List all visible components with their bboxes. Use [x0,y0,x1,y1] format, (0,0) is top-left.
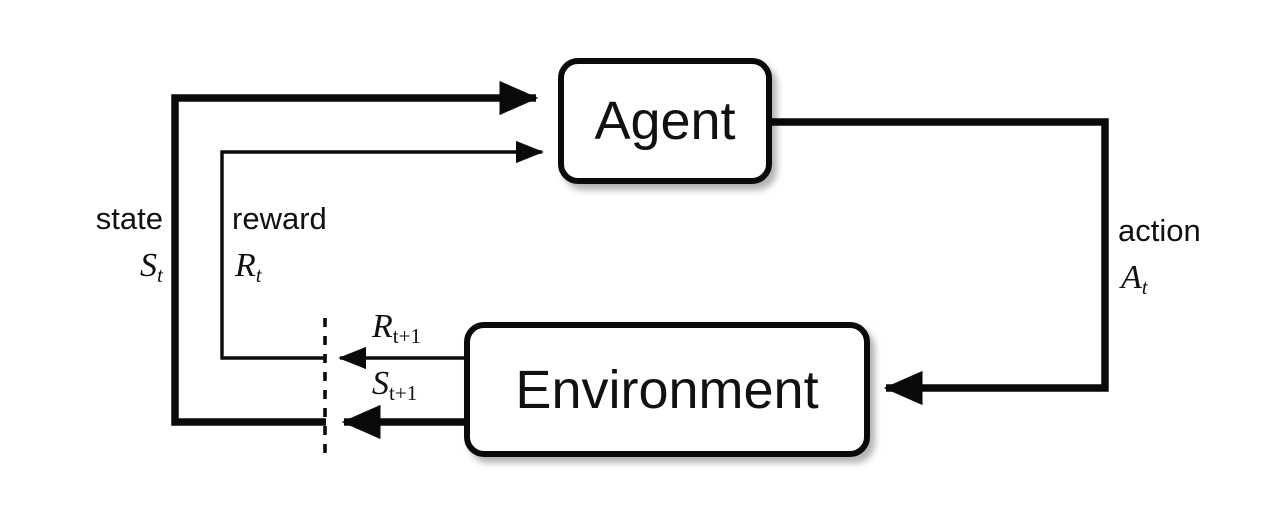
node-environment-label: Environment [515,359,819,420]
node-agent-label: Agent [594,91,736,151]
action-edge-path [772,118,1109,406]
state-label-word: state [95,201,163,236]
reward-edge-path [220,140,544,360]
reward-label-word: reward [232,201,327,236]
action-label-word: action [1118,213,1201,248]
reward-next-base: R [372,308,393,345]
action-symbol-subscript: t [1141,274,1148,299]
node-agent[interactable]: Agent [558,58,772,184]
node-environment[interactable]: Environment [464,322,870,457]
state-edge-path [171,80,539,426]
state-symbol-base: S [139,247,157,284]
action-symbol-base: A [1121,259,1142,296]
reward-label-symbol: Rt [235,248,262,286]
state-symbol-subscript: t [156,262,163,287]
reward-symbol-subscript: t [255,262,262,287]
state-label-symbol: St [63,248,163,286]
reward-next-label-symbol: Rt+1 [372,309,421,347]
state-next-base: S [372,365,389,402]
action-label-symbol: At [1121,260,1148,298]
reward-next-subscript: t+1 [392,323,422,348]
state-next-subscript: t+1 [389,380,418,405]
reward-symbol-base: R [235,247,256,284]
state-next-label-symbol: St+1 [372,366,417,404]
